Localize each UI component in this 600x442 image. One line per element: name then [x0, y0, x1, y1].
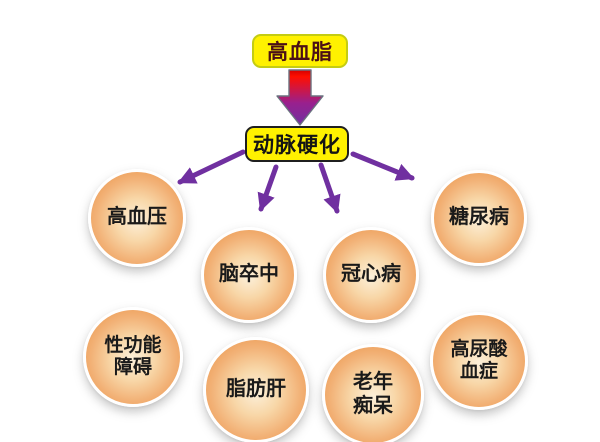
node-stroke: 脑卒中	[201, 227, 297, 323]
node-hypertension: 高血压	[88, 169, 186, 267]
arrow-to-diabetes-icon	[350, 151, 415, 181]
node-diabetes-label: 糖尿病	[449, 206, 509, 229]
node-hyperuricemia-label: 高尿酸 血症	[450, 338, 508, 382]
node-fatty-liver-label: 脂肪肝	[226, 378, 286, 401]
node-coronary-heart-disease: 冠心病	[323, 227, 419, 323]
arrow-to-hypertension-icon	[177, 149, 246, 185]
root-box-label: 高血脂	[267, 41, 333, 64]
node-fatty-liver: 脂肪肝	[203, 337, 309, 442]
node-coronary-label: 冠心病	[341, 263, 401, 286]
node-sexual-dysfunction-label: 性功能 障碍	[104, 334, 162, 378]
node-senile-dementia-label: 老年 痴呆	[353, 371, 393, 417]
gradient-down-arrow-icon	[276, 69, 324, 126]
cause-box-arteriosclerosis: 动脉硬化	[245, 126, 349, 162]
arrow-to-stroke-icon	[257, 164, 279, 212]
node-sexual-dysfunction: 性功能 障碍	[83, 307, 183, 407]
node-hyperuricemia: 高尿酸 血症	[430, 312, 528, 410]
node-diabetes: 糖尿病	[431, 170, 527, 266]
cause-box-label: 动脉硬化	[253, 134, 341, 157]
arrow-to-coronary-icon	[318, 162, 341, 214]
node-hypertension-label: 高血压	[107, 206, 167, 229]
node-stroke-label: 脑卒中	[219, 263, 279, 286]
root-box-hyperlipidemia: 高血脂	[252, 34, 348, 68]
node-senile-dementia: 老年 痴呆	[322, 344, 424, 442]
